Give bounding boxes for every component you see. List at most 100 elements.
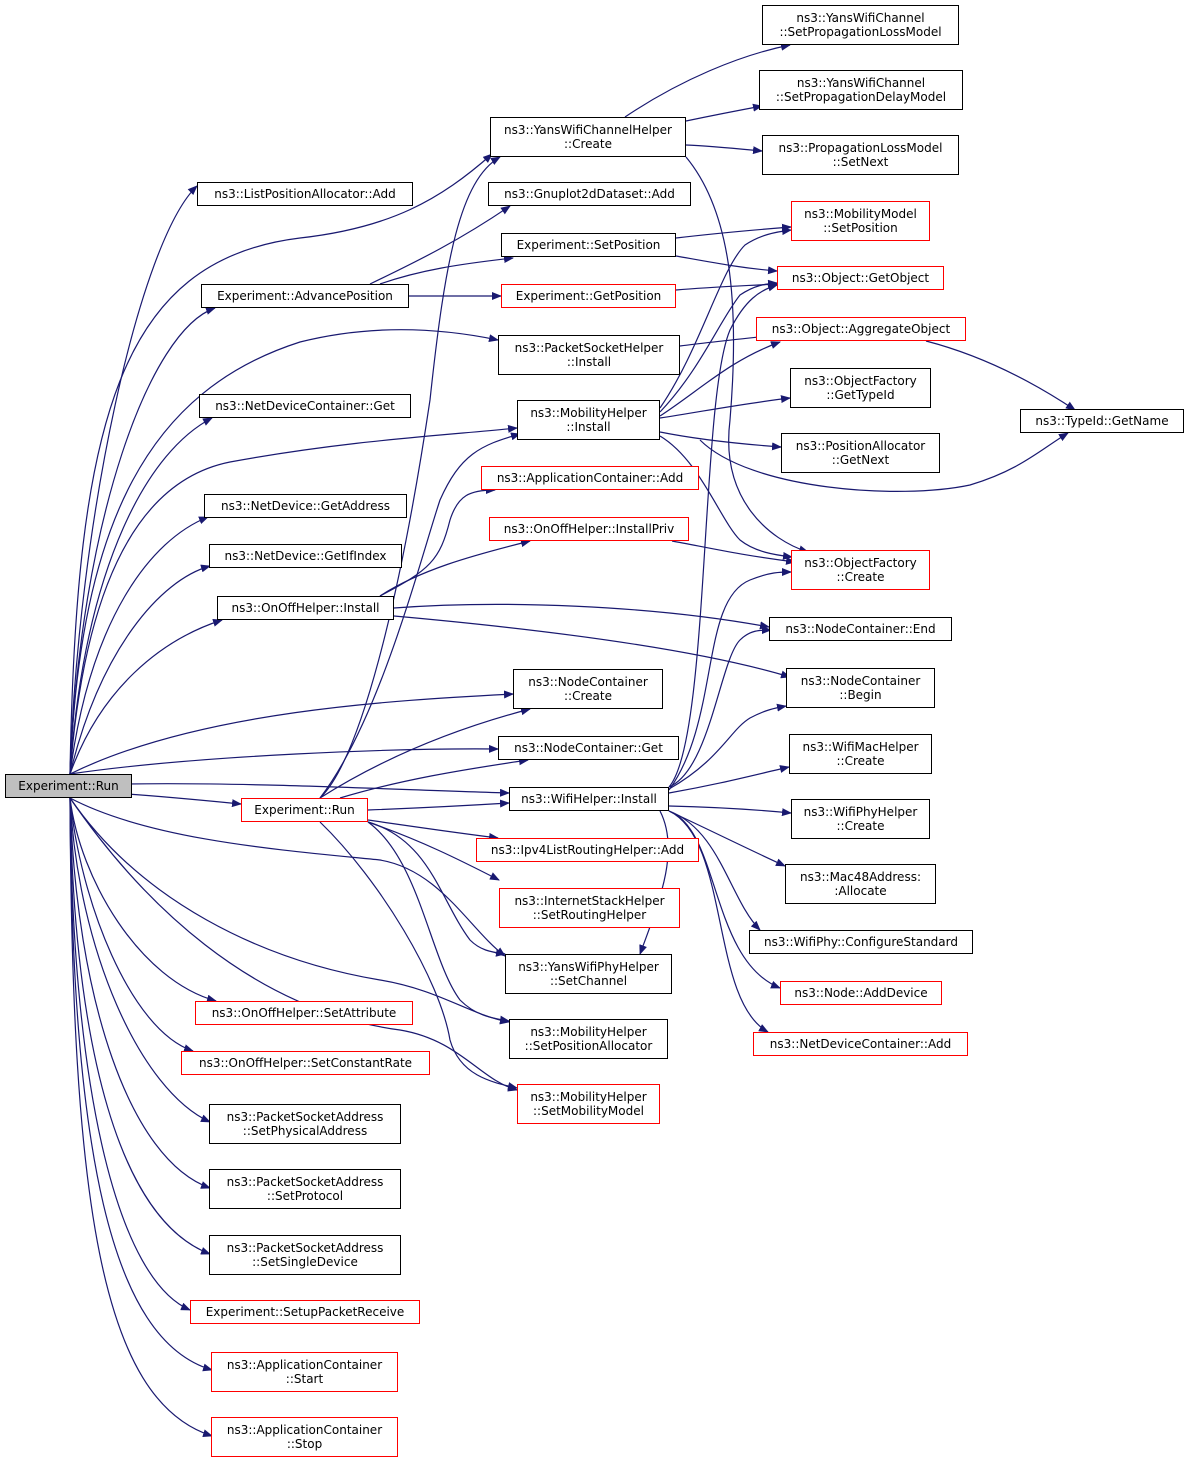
edge-root-ywph_setchannel <box>69 797 506 957</box>
node-exp-run2[interactable]: Experiment::Run <box>241 798 368 822</box>
edge-wh_install-wmh_create <box>668 765 790 794</box>
node-exp-getpos[interactable]: Experiment::GetPosition <box>501 284 676 308</box>
node-label-line: ::Stop <box>286 1437 323 1451</box>
node-wp-configstd[interactable]: ns3::WifiPhy::ConfigureStandard <box>749 930 973 954</box>
node-psa-setphys[interactable]: ns3::PacketSocketAddress::SetPhysicalAdd… <box>209 1104 401 1144</box>
edge-root-mh_install <box>69 424 518 775</box>
node-mm-setpos[interactable]: ns3::MobilityModel::SetPosition <box>791 201 930 241</box>
node-label-line: ::GetTypeId <box>826 388 895 402</box>
node-nc-create[interactable]: ns3::NodeContainer::Create <box>513 669 663 709</box>
node-mh-setmobmodel[interactable]: ns3::MobilityHelper::SetMobilityModel <box>517 1084 660 1124</box>
node-ywch-create[interactable]: ns3::YansWifiChannelHelper::Create <box>490 117 686 157</box>
edge-wh_install-wp_configstd <box>668 810 761 931</box>
node-onoff-installpriv[interactable]: ns3::OnOffHelper::InstallPriv <box>489 517 689 541</box>
node-label-line: ns3::NodeContainer::End <box>785 622 936 636</box>
node-ac-stop[interactable]: ns3::ApplicationContainer::Stop <box>211 1417 398 1457</box>
node-typeid-getname[interactable]: ns3::TypeId::GetName <box>1020 409 1184 433</box>
node-label-line: ns3::YansWifiChannelHelper <box>504 123 672 137</box>
node-obj-getobj[interactable]: ns3::Object::GetObject <box>777 266 944 290</box>
node-ipv4-add[interactable]: ns3::Ipv4ListRoutingHelper::Add <box>476 838 699 862</box>
node-obj-aggr[interactable]: ns3::Object::AggregateObject <box>756 317 966 341</box>
edge-onoff_install-nc_begin <box>393 615 791 679</box>
node-node-adddev[interactable]: ns3::Node::AddDevice <box>780 981 942 1005</box>
edge-onoff_install-nc_end <box>393 603 770 630</box>
node-plm-setnext[interactable]: ns3::PropagationLossModel::SetNext <box>762 135 959 175</box>
node-mac48-alloc[interactable]: ns3::Mac48Address::Allocate <box>785 864 936 904</box>
node-ndc-get[interactable]: ns3::NetDeviceContainer::Get <box>199 394 411 418</box>
edge-wh_install-of_create <box>668 568 792 791</box>
node-label-line: ns3::YansWifiChannel <box>796 11 925 25</box>
node-label-line: ns3::MobilityHelper <box>530 1025 647 1039</box>
edge-root-onoff_setattr <box>69 797 217 1003</box>
node-label-line: ns3::NodeContainer <box>800 674 921 688</box>
node-lpa-add[interactable]: ns3::ListPositionAllocator::Add <box>197 182 413 206</box>
node-label-line: Experiment::AdvancePosition <box>217 289 393 303</box>
node-ac-add[interactable]: ns3::ApplicationContainer::Add <box>481 466 699 490</box>
edge-wh_install-mac48_alloc <box>668 810 786 867</box>
node-wh-install[interactable]: ns3::WifiHelper::Install <box>509 787 669 811</box>
node-label-line: Experiment::Run <box>254 803 355 817</box>
node-adv-pos[interactable]: Experiment::AdvancePosition <box>201 284 409 308</box>
edge-exp_run2-mh_install <box>319 432 521 799</box>
node-psa-setproto[interactable]: ns3::PacketSocketAddress::SetProtocol <box>209 1169 401 1209</box>
node-onoff-setrate[interactable]: ns3::OnOffHelper::SetConstantRate <box>181 1051 430 1075</box>
edge-obj_aggr-typeid_getname <box>925 340 1076 411</box>
node-of-create[interactable]: ns3::ObjectFactory::Create <box>791 550 930 590</box>
node-label-line: ns3::ApplicationContainer <box>226 1423 383 1437</box>
node-of-gettypeid[interactable]: ns3::ObjectFactory::GetTypeId <box>790 368 931 408</box>
node-wph-create[interactable]: ns3::WifiPhyHelper::Create <box>791 799 930 839</box>
edge-root-onoff_install <box>69 618 223 775</box>
node-label-line: ns3::ApplicationContainer::Add <box>496 471 684 485</box>
node-onoff-setattr[interactable]: ns3::OnOffHelper::SetAttribute <box>195 1001 413 1025</box>
node-label-line: ns3::ListPositionAllocator::Add <box>214 187 396 201</box>
node-nc-end[interactable]: ns3::NodeContainer::End <box>769 617 952 641</box>
node-label-line: ns3::PacketSocketAddress <box>226 1241 384 1255</box>
edge-exp_run2-mh_setposalloc <box>367 821 510 1024</box>
node-ac-start[interactable]: ns3::ApplicationContainer::Start <box>211 1352 398 1392</box>
node-mh-setposalloc[interactable]: ns3::MobilityHelper::SetPositionAllocato… <box>509 1019 668 1059</box>
edge-root-ywch_create <box>69 153 493 775</box>
node-label-line: ns3::WifiHelper::Install <box>521 792 657 806</box>
node-setup-recv[interactable]: Experiment::SetupPacketReceive <box>190 1300 420 1324</box>
node-mh-install[interactable]: ns3::MobilityHelper::Install <box>517 400 660 440</box>
node-pa-getnext[interactable]: ns3::PositionAllocator::GetNext <box>781 433 940 473</box>
edge-exp_run2-ywch_create <box>319 156 501 799</box>
node-label-line: ::Create <box>836 754 885 768</box>
node-label-line: ns3::ObjectFactory <box>804 374 917 388</box>
node-psh-install[interactable]: ns3::PacketSocketHelper::Install <box>498 335 680 375</box>
node-nd-getifidx[interactable]: ns3::NetDevice::GetIfIndex <box>209 544 402 568</box>
edge-root-nc_create <box>69 690 514 775</box>
node-wmh-create[interactable]: ns3::WifiMacHelper::Create <box>789 734 932 774</box>
node-label-line: ns3::NetDevice::GetIfIndex <box>224 549 387 563</box>
edge-exp_run2-mh_setmobmodel <box>319 821 518 1090</box>
node-label-line: ::SetProtocol <box>266 1189 344 1203</box>
edge-root-setup_recv <box>69 797 191 1311</box>
node-gp-add[interactable]: ns3::Gnuplot2dDataset::Add <box>488 182 691 206</box>
node-nc-begin[interactable]: ns3::NodeContainer::Begin <box>786 668 935 708</box>
node-psa-setsingle[interactable]: ns3::PacketSocketAddress::SetSingleDevic… <box>209 1235 401 1275</box>
edge-adv_pos-exp_setpos <box>379 255 514 285</box>
node-label-line: ns3::ObjectFactory <box>804 556 917 570</box>
node-root[interactable]: Experiment::Run <box>5 774 132 798</box>
node-ywph-setchannel[interactable]: ns3::YansWifiPhyHelper::SetChannel <box>505 954 672 994</box>
edge-onoff_install-onoff_installpriv <box>379 539 531 597</box>
node-nd-getaddr[interactable]: ns3::NetDevice::GetAddress <box>204 494 407 518</box>
edge-ywch_create-ywc_setdelay <box>685 103 763 122</box>
node-ywc-setloss[interactable]: ns3::YansWifiChannel::SetPropagationLoss… <box>762 5 959 45</box>
node-ish-setrouting[interactable]: ns3::InternetStackHelper::SetRoutingHelp… <box>499 888 680 928</box>
node-label-line: ns3::TypeId::GetName <box>1035 414 1169 428</box>
node-label-line: ::Install <box>566 420 611 434</box>
node-label-line: ns3::WifiPhy::ConfigureStandard <box>764 935 958 949</box>
edge-exp_run2-nc_create <box>319 707 531 799</box>
node-ywc-setdelay[interactable]: ns3::YansWifiChannel::SetPropagationDela… <box>759 70 963 110</box>
node-onoff-install[interactable]: ns3::OnOffHelper::Install <box>217 596 394 620</box>
node-label-line: ns3::PacketSocketAddress <box>226 1175 384 1189</box>
edge-exp_run2-ywph_setchannel <box>367 821 506 957</box>
node-nc-get[interactable]: ns3::NodeContainer::Get <box>498 736 679 760</box>
node-label-line: ns3::Node::AddDevice <box>794 986 928 1000</box>
node-label-line: ns3::PropagationLossModel <box>778 141 943 155</box>
node-ndc-add[interactable]: ns3::NetDeviceContainer::Add <box>753 1032 968 1056</box>
node-label-line: ::SetPositionAllocator <box>524 1039 653 1053</box>
node-exp-setpos[interactable]: Experiment::SetPosition <box>501 233 676 257</box>
edge-onoff_installpriv-of_create <box>671 540 796 565</box>
